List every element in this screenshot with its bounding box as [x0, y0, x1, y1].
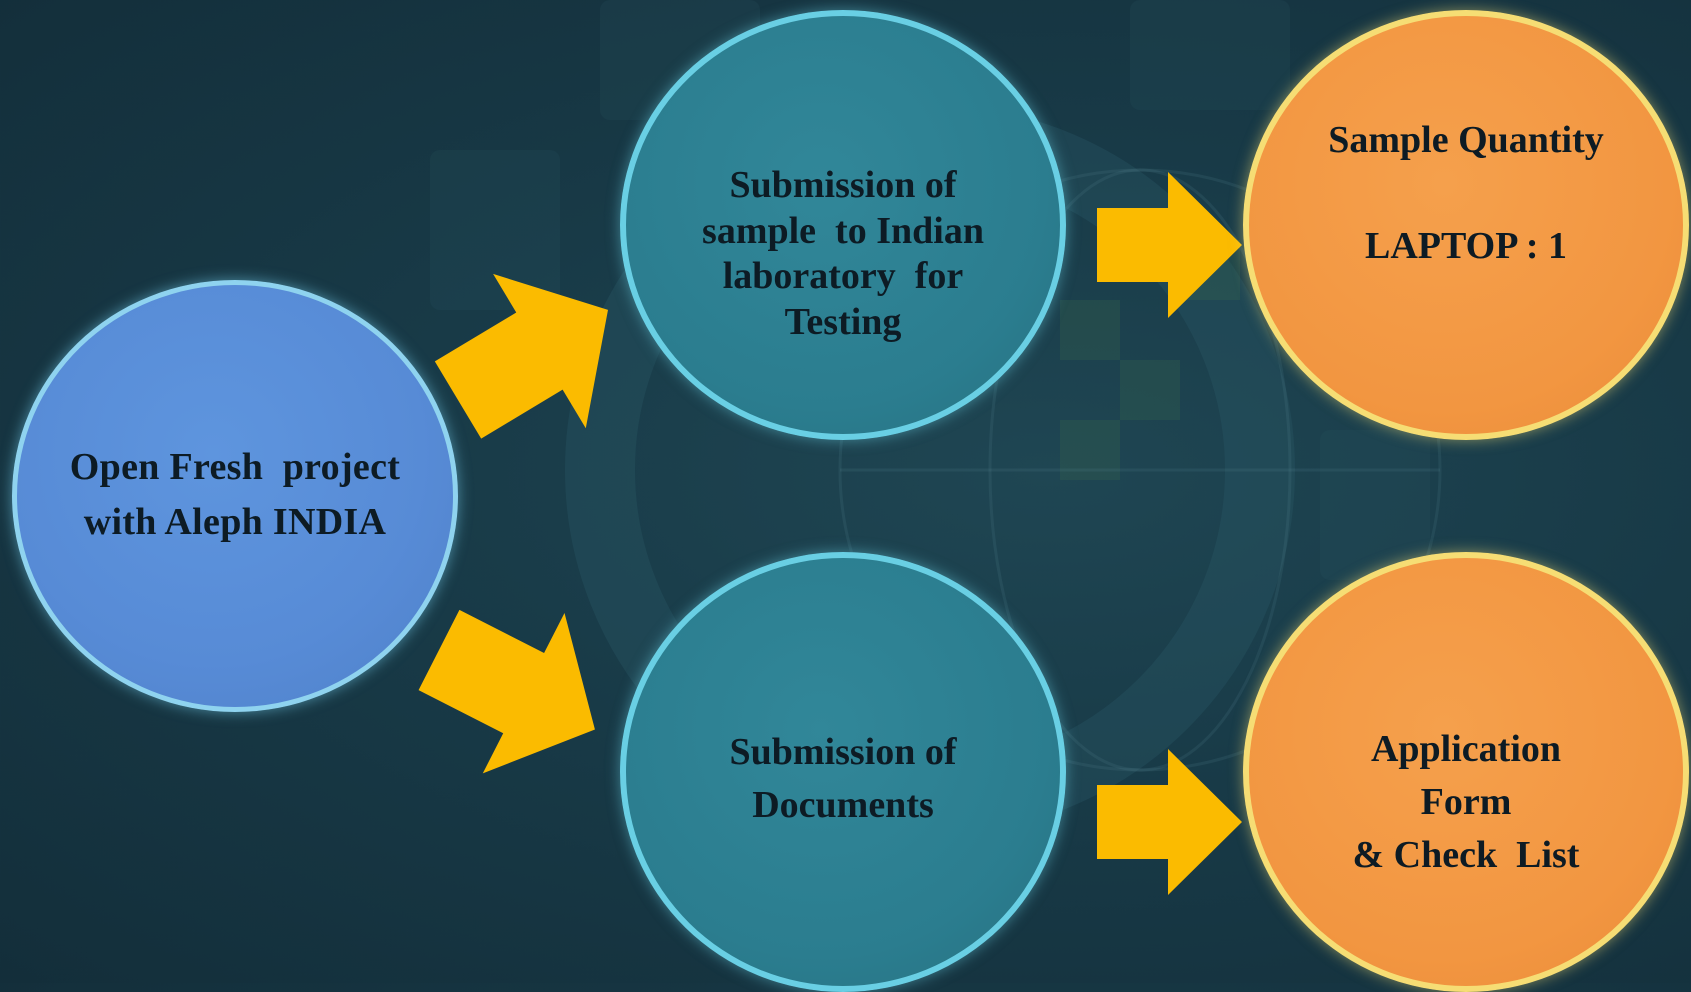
application-form-line-1: Application — [1370, 728, 1562, 770]
application-form-line-3: & Check List — [1352, 834, 1580, 876]
arrow-to-sample-submission — [434, 273, 609, 439]
sample-quantity-value: LAPTOP : 1 — [1365, 225, 1567, 267]
application-form-line-2: Form — [1420, 781, 1512, 823]
document-submission-node: Submission of Documents — [620, 552, 1066, 992]
sample-submission-line-4: Testing — [784, 300, 902, 343]
arrow-to-sample-quantity — [1097, 172, 1242, 318]
sample-submission-line-3: laboratory for — [722, 255, 964, 297]
sample-quantity-node: Sample Quantity LAPTOP : 1 — [1243, 10, 1689, 440]
sample-submission-line-2: sample to Indian — [702, 209, 984, 252]
sample-submission-node: Submission of sample to Indian laborator… — [620, 10, 1066, 440]
start-node: Open Fresh project with Aleph INDIA — [12, 280, 458, 712]
arrow-to-document-submission — [418, 609, 595, 774]
start-line-1: Open Fresh project — [69, 446, 401, 488]
sample-quantity-heading: Sample Quantity — [1328, 119, 1604, 161]
document-submission-line-1: Submission of — [729, 731, 957, 773]
arrow-to-application-form — [1097, 749, 1242, 895]
application-form-node: Application Form & Check List — [1243, 552, 1689, 992]
document-submission-line-2: Documents — [752, 784, 934, 826]
sample-submission-line-1: Submission of — [729, 164, 957, 206]
start-line-2: with Aleph INDIA — [83, 501, 387, 543]
